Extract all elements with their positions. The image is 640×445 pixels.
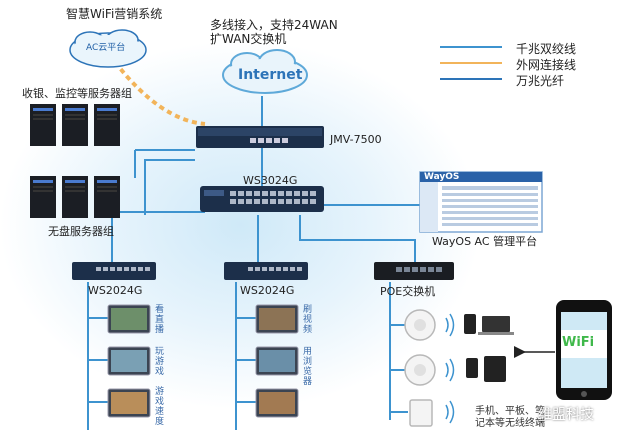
core-switch-device <box>200 186 324 212</box>
access2-vtext-a: 刷视频 <box>301 304 311 334</box>
management-window <box>419 171 543 233</box>
access1-vtext-b: 玩游戏 <box>153 346 163 376</box>
legend-label: 万兆光纤 <box>516 74 565 88</box>
wifi-signal-marks <box>445 313 455 424</box>
access1-vtext-a: 看直播 <box>153 304 163 334</box>
legend-label: 千兆双绞线 <box>516 42 577 56</box>
server-group-bottom <box>30 176 120 218</box>
server-top-link <box>134 149 195 178</box>
legend-item-wan: 外网连接线 <box>440 56 640 72</box>
access-switch-2-label: WS2024G <box>240 284 295 297</box>
access-switch-1-label: WS2024G <box>88 284 143 297</box>
access-switch-1 <box>72 262 156 280</box>
legend-swatch <box>440 46 502 48</box>
terminals <box>464 314 514 382</box>
wifi-system-title: 智慧WiFi营销系统 <box>66 7 163 21</box>
router-device <box>196 126 324 148</box>
poe-label: POE交换机 <box>380 285 436 298</box>
legend-label: 外网连接线 <box>516 58 577 72</box>
poe-switch-device <box>374 262 454 280</box>
wan-dashed-link <box>113 60 206 126</box>
ac-cloud-label: AC云平台 <box>86 43 126 53</box>
internet-label: Internet <box>238 67 303 83</box>
server-group-top <box>30 104 120 146</box>
core-access1-link <box>111 211 205 262</box>
core-switch-label: WS3024G <box>243 174 298 187</box>
phone-device <box>556 300 612 400</box>
internet-cloud <box>222 49 308 94</box>
router-label: JMV-7500 <box>330 133 382 146</box>
legend-item-fiber: 万兆光纤 <box>440 72 640 88</box>
legend-swatch <box>440 62 502 64</box>
phone-wifi-text: WiFi <box>562 335 595 350</box>
legend-swatch <box>440 78 502 80</box>
access-switch-2 <box>224 262 308 280</box>
wan-caption: 多线接入，支持24WAN 扩WAN交换机 <box>210 18 338 46</box>
access2-vtext-b: 用浏览器 <box>301 346 311 386</box>
terminal-caption: 手机、平板、笔记本等无线终端 <box>475 406 545 429</box>
monitor-column-2 <box>255 304 299 418</box>
legend-item-twisted-pair: 千兆双绞线 <box>440 40 640 56</box>
core-poe-link <box>299 215 416 262</box>
server-bottom-link <box>144 159 195 215</box>
watermark: 维盟科技 <box>538 407 594 423</box>
management-label: WayOS AC 管理平台 <box>432 235 538 248</box>
server-group-bottom-label: 无盘服务器组 <box>48 225 114 238</box>
server-group-top-label: 收银、监控等服务器组 <box>22 87 132 100</box>
wayos-logo: WayOS <box>424 172 460 182</box>
ac-cloud <box>69 29 147 68</box>
access1-vtext-c: 游戏速度 <box>153 386 163 426</box>
monitor-column-1 <box>107 304 151 418</box>
wireless-aps <box>404 309 436 427</box>
